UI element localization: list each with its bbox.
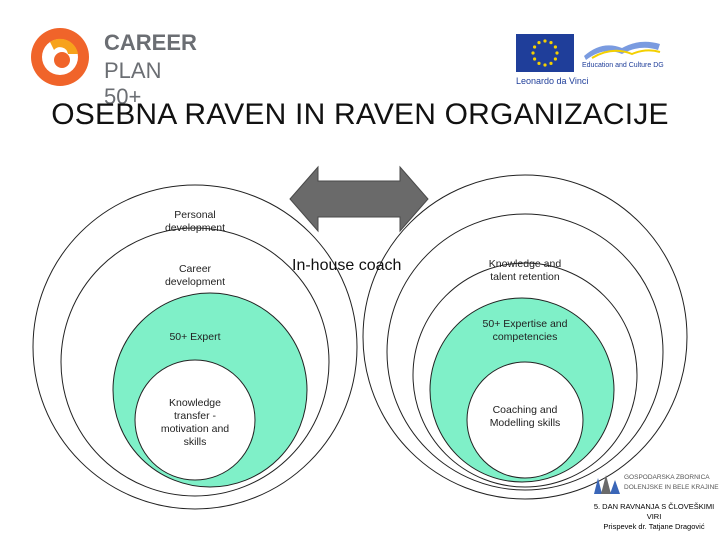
page-title: OSEBNA RAVEN IN RAVEN ORGANIZACIJE <box>51 98 669 131</box>
career-plan-logo: CAREER PLAN 50+ <box>28 24 198 109</box>
footer-line3: Prispevek dr. Tatjane Dragović <box>603 522 705 531</box>
footer-line2: VIRI <box>646 512 662 521</box>
logo-line2: PLAN 50+ <box>104 58 162 109</box>
label-in-house-coach: In-house coach <box>292 257 402 274</box>
label-50-expertise: 50+ Expertise and competencies <box>482 318 568 343</box>
education-culture-icon <box>584 41 661 60</box>
leonardo-label: Leonardo da Vinci <box>516 76 589 86</box>
logo-line1: CAREER <box>104 30 197 55</box>
chamber-line2: DOLENJSKE IN BELE KRAJINE <box>624 484 719 491</box>
eu-flag-icon <box>516 34 574 72</box>
career-plan-logo-icon <box>31 28 89 86</box>
chamber-logo-icon <box>594 475 620 494</box>
label-career-development: Career development <box>164 263 226 288</box>
left-inner-circle <box>134 359 256 481</box>
label-knowledge-transfer: Knowledge transfer - motivation and skil… <box>160 397 230 448</box>
label-coaching-modelling: Coaching and Modelling skills <box>489 404 561 429</box>
label-personal-development: Personal development <box>164 209 226 234</box>
footer-line1: 5. DAN RAVNANJA S ČLOVEŠKIMI <box>593 502 715 511</box>
label-knowledge-retention: Knowledge and talent retention <box>488 258 562 283</box>
label-50-expert: 50+ Expert <box>169 331 221 343</box>
chamber-line1: GOSPODARSKA ZBORNICA <box>624 474 710 481</box>
footer: 5. DAN RAVNANJA S ČLOVEŠKIMI VIRI Prispe… <box>588 502 720 532</box>
education-culture-label: Education and Culture DG <box>582 62 664 69</box>
right-inner-circle <box>466 361 584 479</box>
double-arrow-icon <box>289 165 429 233</box>
eu-logos: Education and Culture DG Leonardo da Vin… <box>516 34 666 92</box>
chamber-logo: GOSPODARSKA ZBORNICA DOLENJSKE IN BELE K… <box>592 468 720 498</box>
